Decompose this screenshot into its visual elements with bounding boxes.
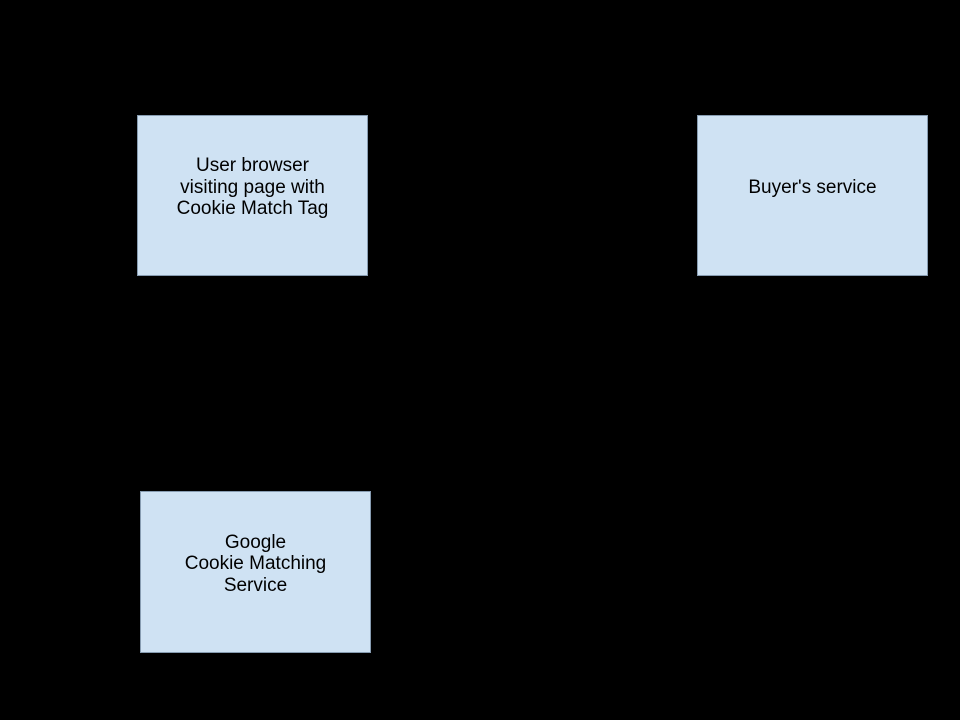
node-label-line: Cookie Matching	[184, 553, 327, 575]
node-label-line: visiting page with	[180, 176, 325, 198]
node-label-line: Cookie Match Tag	[176, 198, 329, 220]
node-label-line: Google	[224, 531, 287, 553]
node-buyers-service: Buyer's service	[697, 115, 928, 276]
node-label-line: Buyer's service	[748, 176, 877, 198]
node-label-line: User browser	[196, 155, 309, 177]
node-label-line: Service	[223, 574, 288, 596]
node-user-browser: User browser visiting page with Cookie M…	[137, 115, 368, 276]
node-google-cookie-matching-service: Google Cookie Matching Service	[140, 491, 371, 653]
